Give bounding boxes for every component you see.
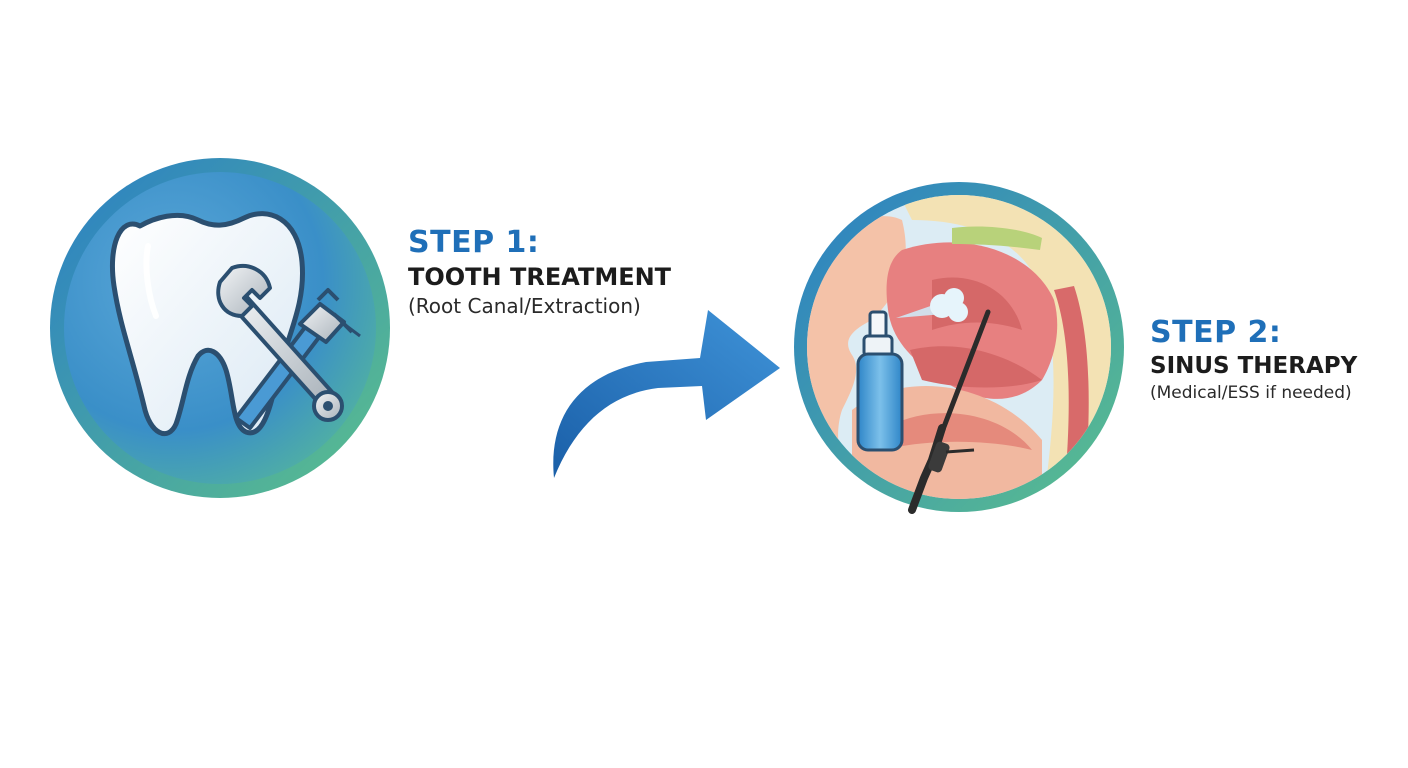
step2-heading: SINUS THERAPY (1150, 353, 1358, 379)
step1-subtext: (Root Canal/Extraction) (408, 293, 641, 318)
step1-heading: TOOTH TREATMENT (408, 263, 672, 291)
step1-text-block: STEP 1: TOOTH TREATMENT (Root Canal/Extr… (408, 226, 671, 319)
nasal-spray-icon (856, 310, 904, 452)
spray-mist-icon (896, 288, 968, 322)
wrench-icon (216, 264, 344, 422)
sinus-anatomy-icon (807, 195, 1111, 499)
dental-drill-icon (234, 288, 361, 430)
curved-arrow-icon (553, 310, 780, 478)
step1-label: STEP 1: (408, 225, 540, 260)
step2-label: STEP 2: (1150, 315, 1282, 350)
endoscope-icon (908, 309, 991, 514)
step2-illustration (794, 182, 1124, 514)
step2-subtext: (Medical/ESS if needed) (1150, 382, 1352, 403)
step2-text-block: STEP 2: SINUS THERAPY (Medical/ESS if ne… (1150, 316, 1357, 404)
step1-illustration (50, 158, 390, 498)
